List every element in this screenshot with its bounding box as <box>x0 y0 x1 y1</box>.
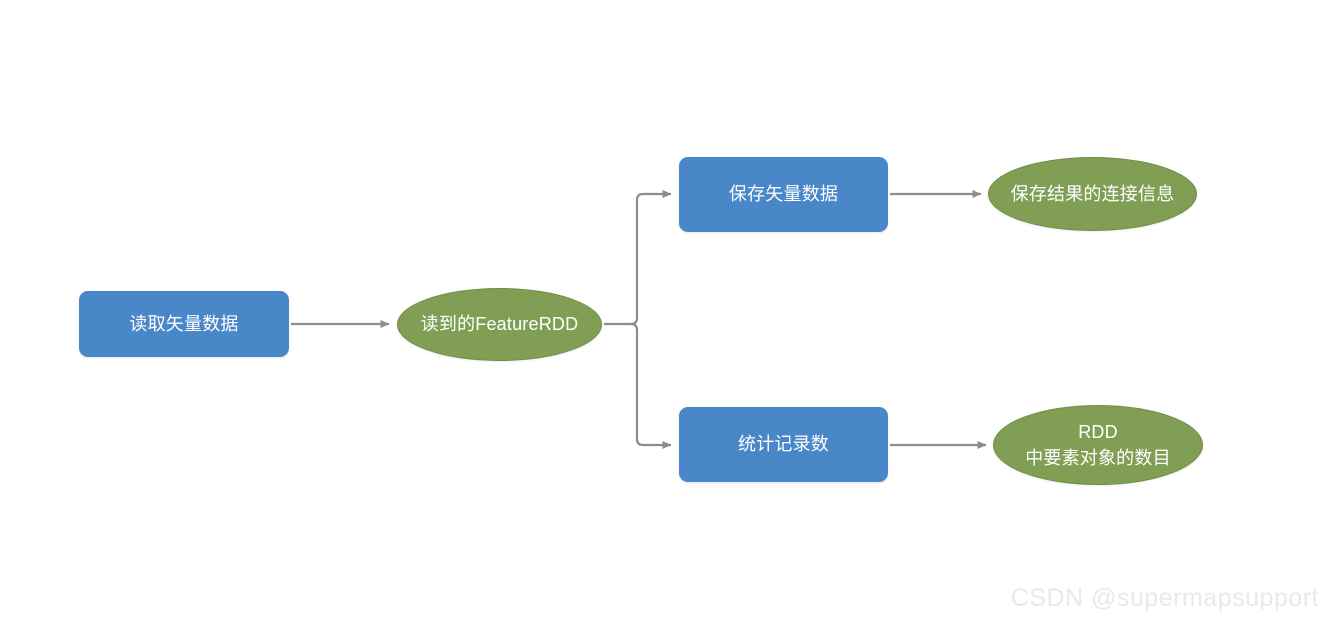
edge-rdd-to-save <box>630 190 672 326</box>
node-read-vector[interactable]: 读取矢量数据 <box>79 291 289 357</box>
node-feature-rdd-label: 读到的FeatureRDD <box>420 314 579 335</box>
node-count-records-label: 统计记录数 <box>738 434 829 455</box>
node-save-vector-label: 保存矢量数据 <box>728 184 839 205</box>
node-feature-rdd[interactable]: 读到的FeatureRDD <box>397 288 602 361</box>
edge-rdd-to-count <box>630 322 672 449</box>
node-rdd-count-label: RDD 中要素对象的数目 <box>1025 421 1171 468</box>
node-count-records[interactable]: 统计记录数 <box>679 407 888 482</box>
node-save-result-label: 保存结果的连接信息 <box>1010 183 1175 204</box>
node-save-vector[interactable]: 保存矢量数据 <box>679 157 888 232</box>
watermark-text: CSDN @supermapsupport <box>1010 584 1319 612</box>
node-rdd-count[interactable]: RDD 中要素对象的数目 <box>993 405 1203 485</box>
node-save-result[interactable]: 保存结果的连接信息 <box>988 157 1197 231</box>
node-read-vector-label: 读取矢量数据 <box>129 313 239 334</box>
